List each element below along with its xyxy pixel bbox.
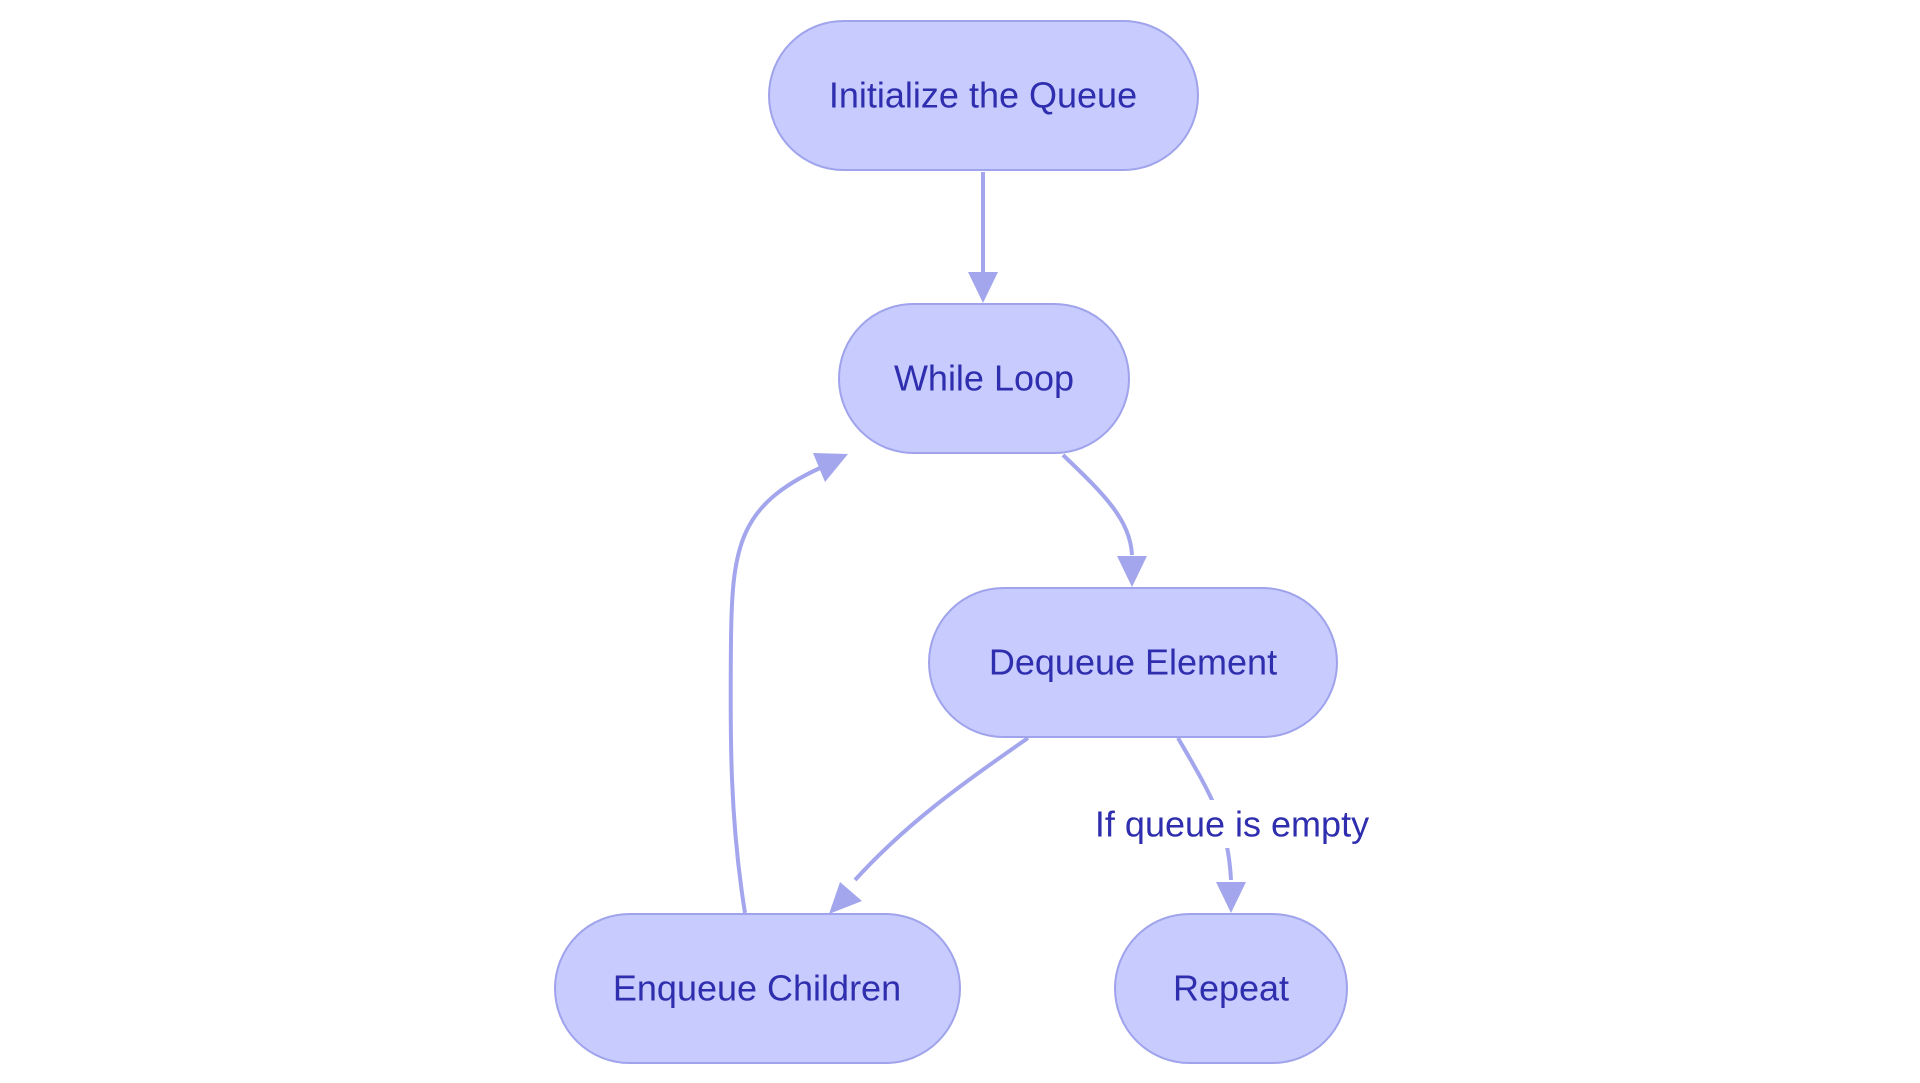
edge-enqueue-to-while-loop xyxy=(728,466,821,914)
node-shape xyxy=(928,587,1338,738)
node-shape xyxy=(768,20,1199,171)
node-while-loop: While Loop xyxy=(838,303,1130,454)
arrowhead-init-to-while-loop xyxy=(968,272,998,303)
edge-label-text: If queue is empty xyxy=(1095,804,1369,845)
node-label: While Loop xyxy=(894,358,1074,399)
node-label: Initialize the Queue xyxy=(829,75,1137,116)
node-initialize-the-queue: Initialize the Queue xyxy=(768,20,1199,171)
arrowhead-dequeue-to-enqueue xyxy=(829,882,862,914)
edge-dequeue-to-enqueue xyxy=(853,736,1030,882)
node-repeat: Repeat xyxy=(1114,913,1348,1064)
node-dequeue-element: Dequeue Element xyxy=(928,587,1338,738)
node-enqueue-children: Enqueue Children xyxy=(554,913,961,1064)
edge-label-if-queue-is-empty: If queue is empty xyxy=(1085,800,1381,848)
node-label: Dequeue Element xyxy=(989,642,1277,683)
node-shape xyxy=(838,303,1130,454)
node-label: Enqueue Children xyxy=(613,968,901,1009)
arrowhead-enqueue-to-while-loop xyxy=(813,453,848,482)
edge-label-background xyxy=(1085,800,1381,848)
arrowhead-while-loop-to-dequeue xyxy=(1117,556,1147,587)
node-shape xyxy=(1114,913,1348,1064)
node-label: Repeat xyxy=(1173,968,1289,1009)
node-shape xyxy=(554,913,961,1064)
edge-while-loop-to-dequeue xyxy=(1061,453,1134,556)
edges xyxy=(728,172,1246,914)
arrowhead-dequeue-to-repeat xyxy=(1216,882,1246,913)
